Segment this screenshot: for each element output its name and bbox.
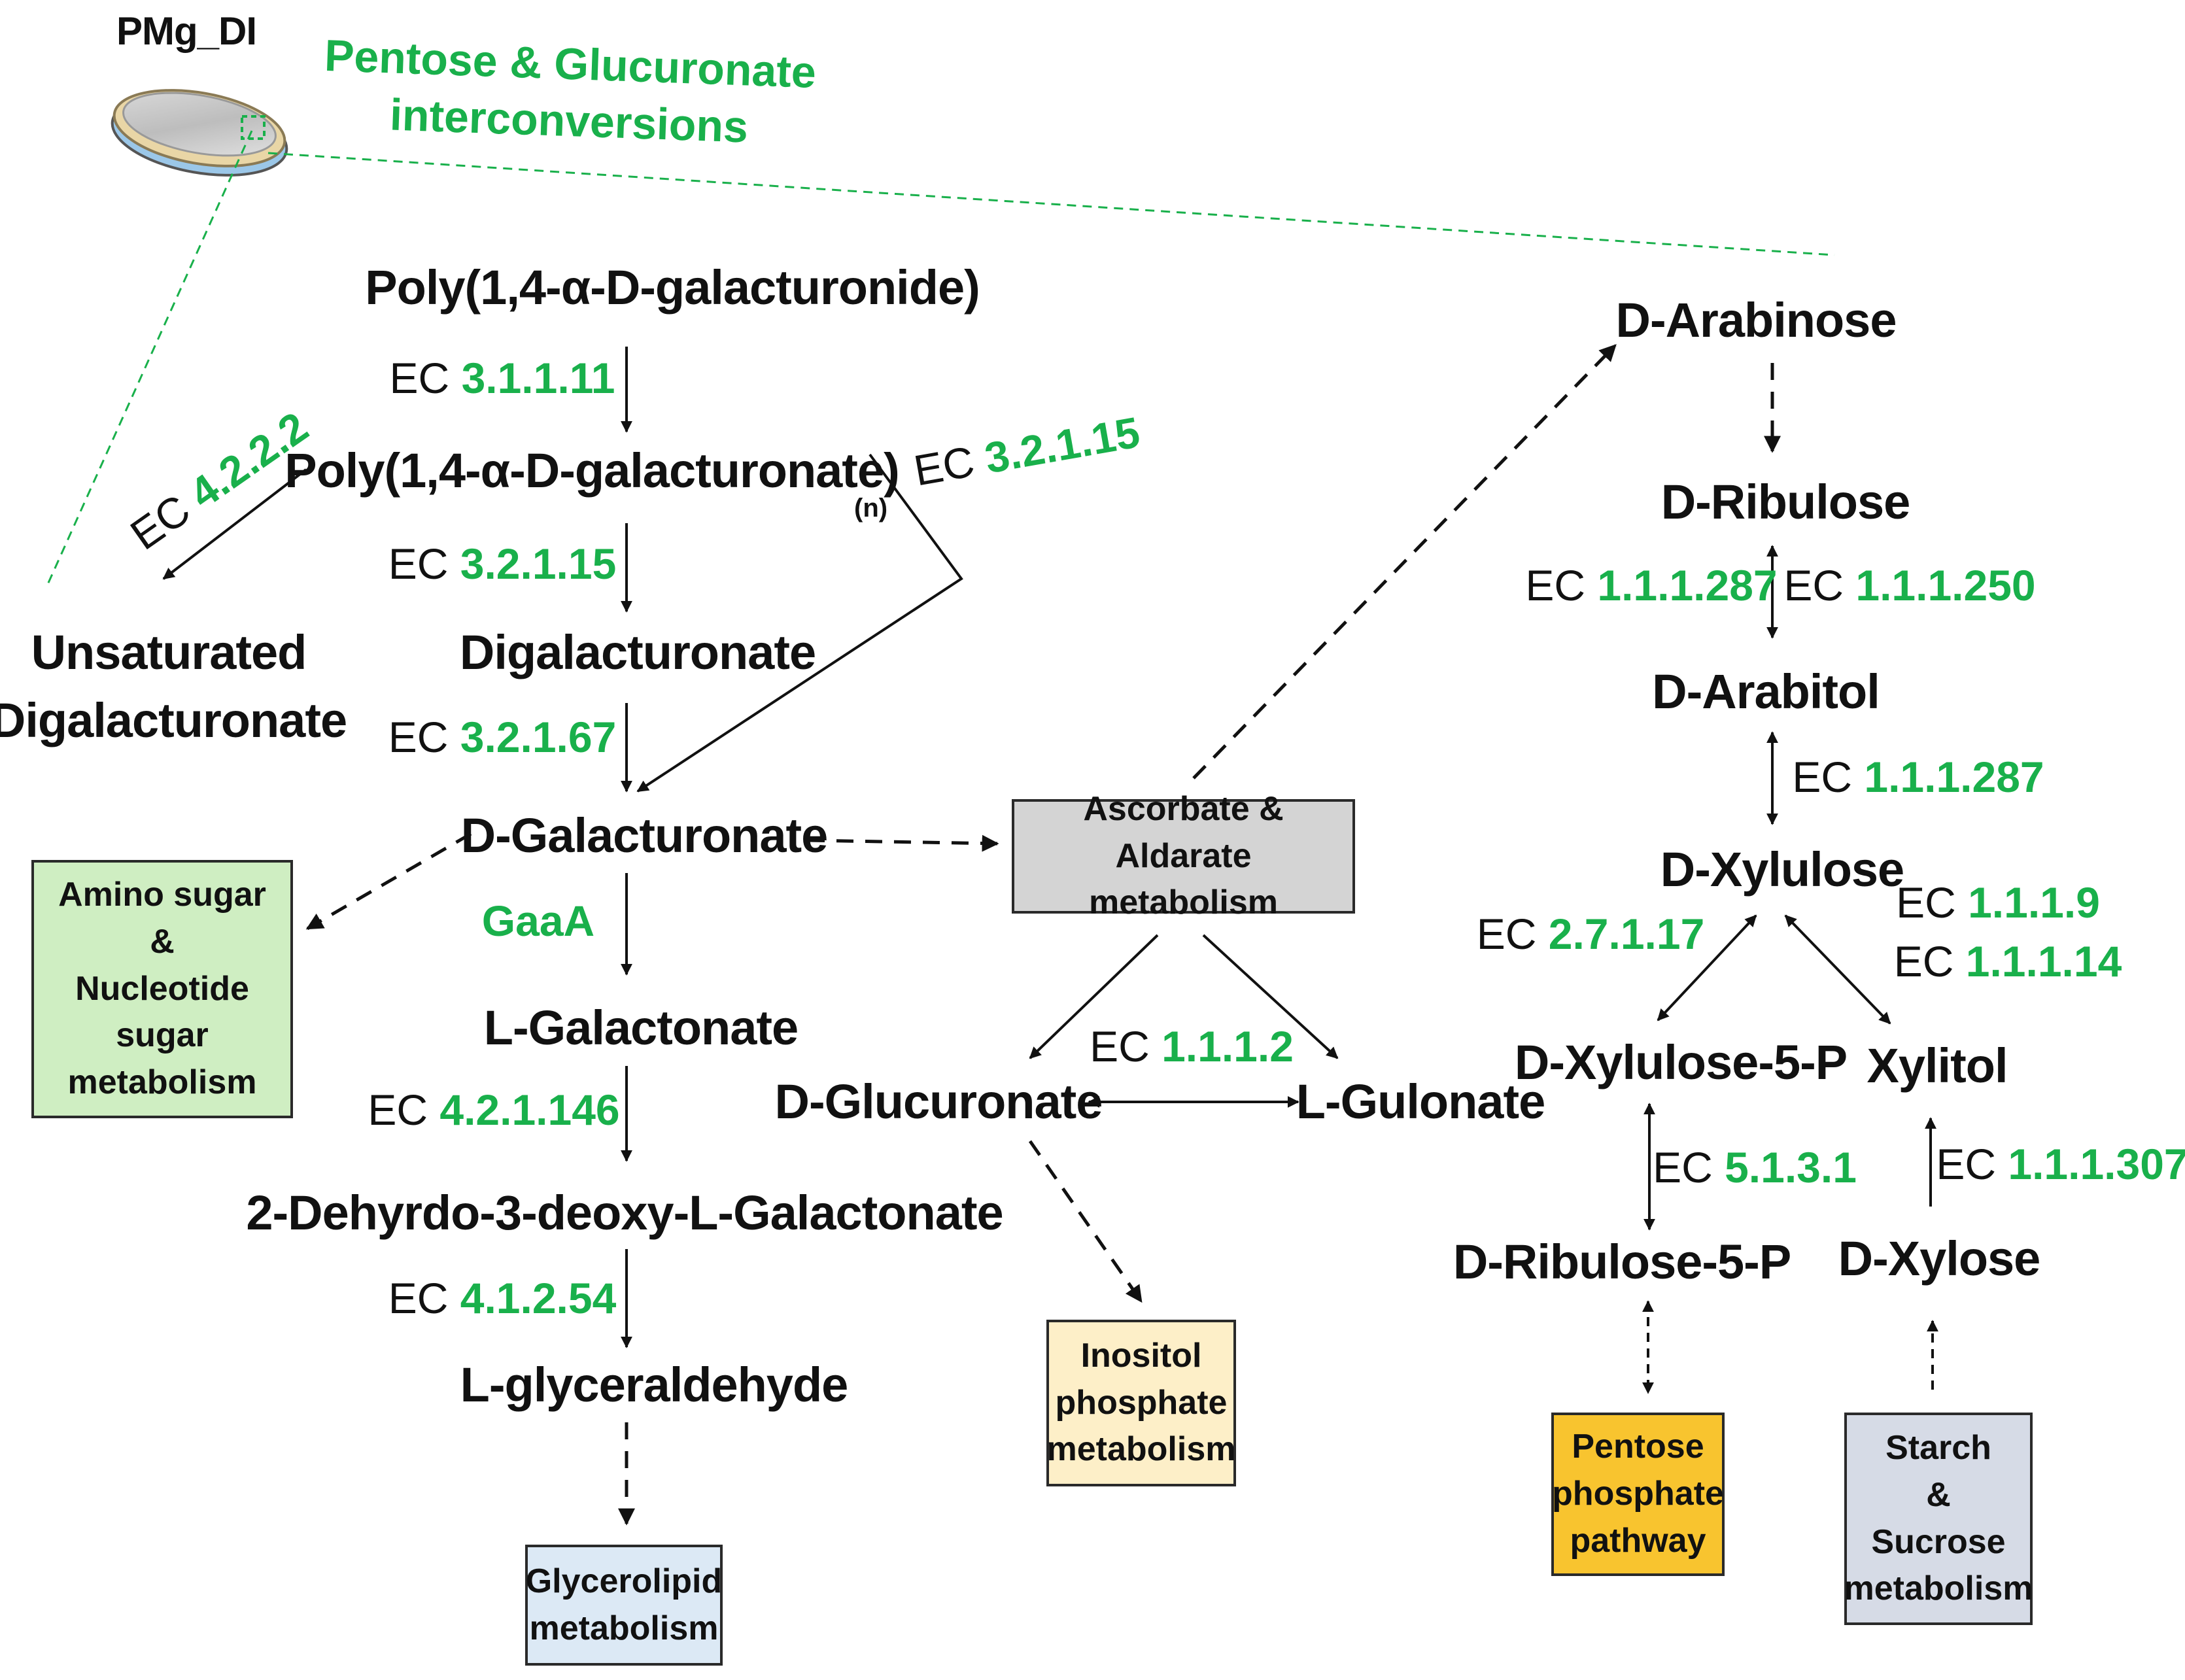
compound-d-ribulose: D-Ribulose: [1660, 475, 1911, 529]
compound-d-xylose: D-Xylose: [1838, 1231, 2041, 1286]
sample-label: PMg_DI: [116, 9, 257, 53]
arrow-xylulose-xylitol: [1784, 914, 1891, 1025]
enzyme-4-2-1-146: EC 4.2.1.146: [368, 1086, 620, 1134]
pathway-box-starch-sucrose[interactable]: Starch & Sucrose metabolism: [1844, 1413, 2033, 1625]
enzyme-1-1-1-2: EC 1.1.1.2: [1090, 1022, 1294, 1071]
compound-d-galacturonate: D-Galacturonate: [460, 808, 829, 863]
enzyme-3-2-1-67: EC 3.2.1.67: [388, 713, 617, 761]
pathway-box-glycerolipid[interactable]: Glycerolipid metabolism: [525, 1545, 723, 1666]
compound-polygalacturonate-subscript: (n): [854, 494, 888, 523]
petri-dish-icon: [111, 89, 288, 177]
enzyme-3-1-1-11: EC 3.1.1.11: [389, 354, 615, 402]
compound-d-ribulose-5p: D-Ribulose-5-P: [1453, 1235, 1791, 1289]
enzyme-1-1-1-9: EC 1.1.1.9: [1896, 878, 2100, 927]
pathway-box-ascorbate[interactable]: Ascorbate & Aldarate metabolism: [1012, 790, 1355, 921]
arrow-to-ascorbate: [807, 834, 999, 852]
compound-polygalacturonide: Poly(1,4-α-D-galacturonide): [365, 260, 980, 315]
arrow-2-7-1-17: [1657, 914, 1757, 1021]
compound-d-xylulose: D-Xylulose: [1660, 842, 1904, 897]
compound-d-arabitol: D-Arabitol: [1652, 664, 1880, 719]
zoom-line-left: [44, 130, 253, 589]
pathway-box-inositol[interactable]: Inositol phosphate metabolism: [1046, 1320, 1236, 1486]
arrow-4-2-2-2: [162, 468, 307, 580]
compound-d-xylulose-5p: D-Xylulose-5-P: [1514, 1035, 1848, 1089]
enzyme-1-1-1-287-a: EC 1.1.1.287: [1525, 561, 1778, 609]
compound-xylitol: Xylitol: [1867, 1038, 2008, 1093]
compound-l-gulonate: L-Gulonate: [1296, 1074, 1546, 1129]
compound-d-glucuronate: D-Glucuronate: [774, 1074, 1103, 1129]
arrow-to-inositol: [1028, 1140, 1143, 1303]
enzyme-5-1-3-1: EC 5.1.3.1: [1653, 1143, 1857, 1191]
enzyme-2-7-1-17: EC 2.7.1.17: [1476, 910, 1705, 958]
enzyme-3-2-1-15: EC 3.2.1.15: [388, 540, 617, 588]
arrow-to-d-glucuronate: [1029, 934, 1159, 1059]
arrow-to-amino-sugar: [305, 832, 472, 931]
compound-d-arabinose: D-Arabinose: [1615, 293, 1897, 347]
compound-unsaturated-line1: Unsaturated: [31, 625, 307, 679]
pathway-box-pentose-phosphate[interactable]: Pentose phosphate pathway: [1551, 1413, 1725, 1576]
enzyme-1-1-1-250: EC 1.1.1.250: [1783, 561, 2036, 609]
compound-l-glyceraldehyde: L-glyceraldehyde: [460, 1358, 849, 1412]
enzyme-1-1-1-307: EC 1.1.1.307: [1936, 1140, 2185, 1188]
pathway-box-amino-sugar[interactable]: Amino sugar & Nucleotide sugar metabolis…: [31, 860, 293, 1118]
compound-dehydro-deoxy-galactonate: 2-Dehyrdo-3-deoxy-L-Galactonate: [246, 1186, 1003, 1240]
arrow-3-2-1-15-side: [636, 453, 963, 793]
enzyme-4-1-2-54: EC 4.1.2.54: [388, 1274, 617, 1322]
pathway-title-line2: interconversions: [388, 90, 749, 152]
enzyme-gaaA: GaaA: [481, 897, 595, 945]
compound-polygalacturonate: Poly(1,4-α-D-galacturonate): [284, 443, 900, 498]
enzyme-1-1-1-14: EC 1.1.1.14: [1893, 937, 2122, 986]
compound-digalacturonate: Digalacturonate: [459, 625, 816, 679]
arrow-to-d-arabinose: [1192, 344, 1617, 780]
enzyme-1-1-1-287-b: EC 1.1.1.287: [1792, 753, 2044, 801]
compound-l-galactonate: L-Galactonate: [483, 1001, 799, 1055]
compound-unsaturated-line2: Digalacturonate: [0, 693, 347, 747]
zoom-line-top: [267, 152, 1835, 256]
arrow-to-l-gulonate: [1202, 934, 1339, 1059]
